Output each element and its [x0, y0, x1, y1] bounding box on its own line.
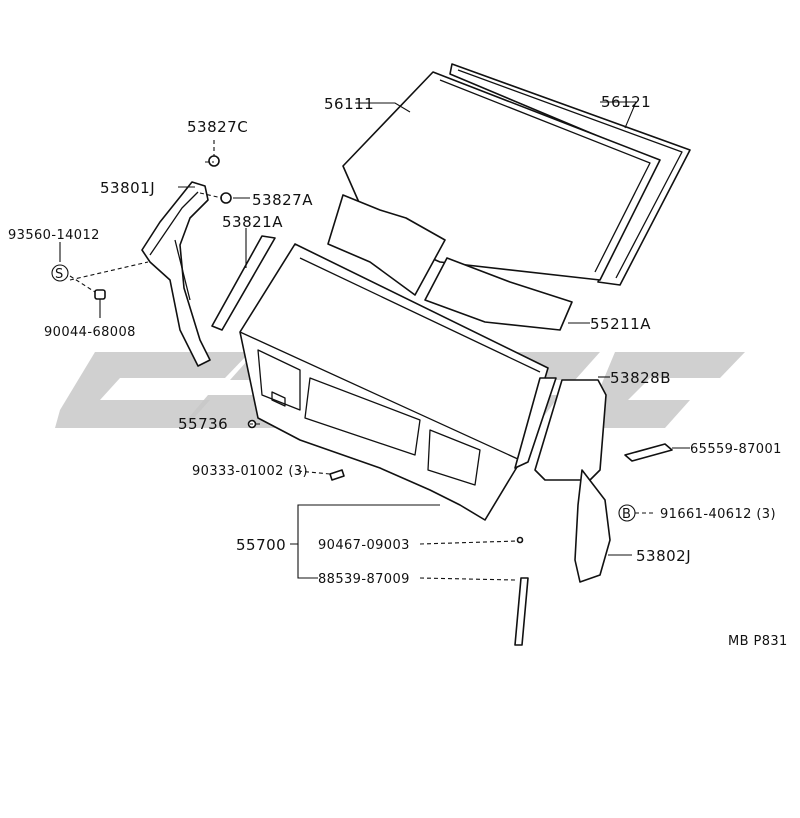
- bracket-65559: [624, 443, 673, 462]
- label-91661: 91661-40612 (3): [660, 507, 776, 522]
- label-90333: 90333-01002 (3): [192, 464, 308, 479]
- label-53827a: 53827A: [252, 191, 313, 209]
- label-s-marker: S: [55, 267, 64, 282]
- label-65559: 65559-87001: [690, 442, 782, 457]
- label-93560: 93560-14012: [8, 228, 100, 243]
- label-53828b: 53828B: [610, 369, 671, 387]
- label-53821a: 53821A: [222, 213, 283, 231]
- label-56111: 56111: [324, 95, 374, 113]
- label-53801j: 53801J: [100, 179, 155, 197]
- label-b-marker: B: [622, 507, 631, 522]
- trim-strip: [211, 235, 276, 331]
- fasteners: [94, 155, 524, 544]
- label-90044: 90044-68008: [44, 325, 136, 340]
- part-labels: 56111 56121 53827C 53801J 53827A 53821A …: [8, 93, 788, 649]
- diagram-code: MB P831: [728, 634, 788, 649]
- label-55736: 55736: [178, 415, 228, 433]
- leader-lines: [59, 101, 690, 581]
- seal-strip: [514, 577, 529, 646]
- label-55211a: 55211A: [590, 315, 651, 333]
- label-55700: 55700: [236, 536, 286, 554]
- label-90467: 90467-09003: [318, 538, 410, 553]
- label-53802j: 53802J: [636, 547, 691, 565]
- left-pillar: [141, 181, 211, 367]
- sun-panels: [327, 194, 573, 331]
- label-53827c: 53827C: [187, 118, 248, 136]
- right-pillar: [514, 377, 611, 583]
- label-88539: 88539-87009: [318, 572, 410, 587]
- label-56121: 56121: [601, 93, 651, 111]
